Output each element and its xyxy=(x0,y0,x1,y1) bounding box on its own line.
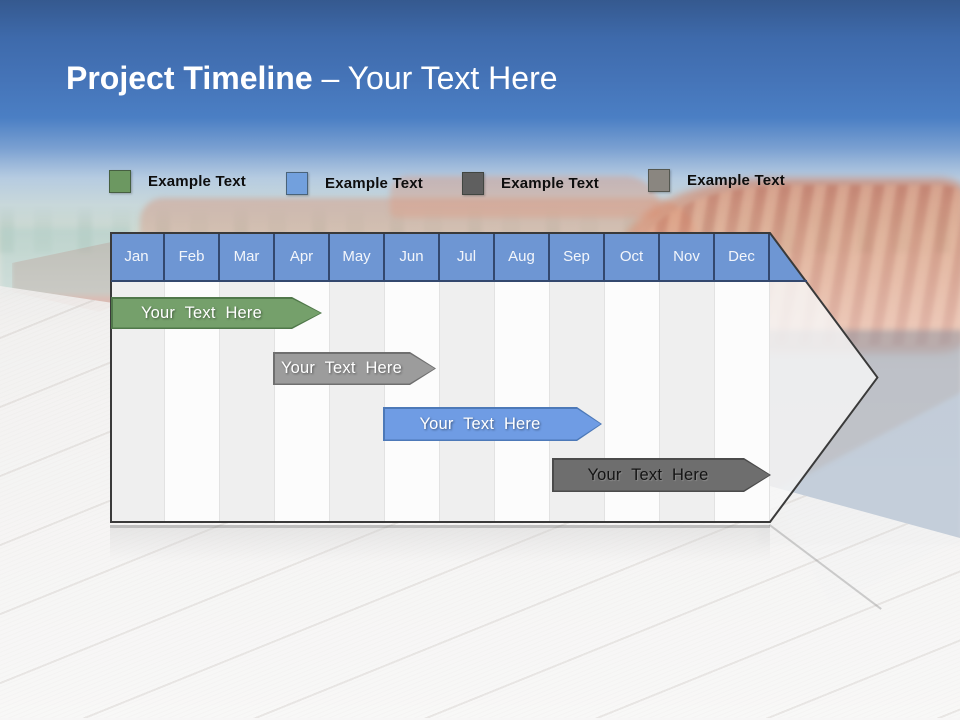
month-cell-apr: Apr xyxy=(275,232,330,281)
timeline-bar-2[interactable]: Your Text Here xyxy=(273,352,436,385)
timeline-bar-label: Your Text Here xyxy=(280,359,403,377)
legend-swatch xyxy=(109,170,131,193)
legend-label: Example Text xyxy=(325,175,423,192)
timeline-bar-label: Your Text Here xyxy=(419,414,541,433)
month-header-extension xyxy=(770,232,879,281)
legend-swatch xyxy=(648,169,670,192)
month-cell-sep: Sep xyxy=(550,232,605,281)
table-reflection-glow xyxy=(110,528,770,562)
timeline-bar-3[interactable]: Your Text Here xyxy=(383,407,602,441)
grid-column-may xyxy=(330,281,385,523)
month-cell-jan: Jan xyxy=(110,232,165,281)
legend-item[interactable]: Example Text xyxy=(286,172,423,195)
timeline-bar-fill xyxy=(113,299,321,328)
timeline-bar-4[interactable]: Your Text Here xyxy=(552,458,771,492)
timeline-bar-fill xyxy=(385,409,601,440)
legend-label: Example Text xyxy=(501,175,599,192)
title-bold-text: Project Timeline xyxy=(66,60,313,96)
month-cell-feb: Feb xyxy=(165,232,220,281)
timeline-bar-fill xyxy=(554,460,770,491)
legend-swatch xyxy=(462,172,484,195)
timeline-bar-label: Your Text Here xyxy=(587,465,709,484)
legend-item[interactable]: Example Text xyxy=(462,172,599,195)
title-light-text: – Your Text Here xyxy=(312,60,558,96)
table-reflection-line xyxy=(110,525,770,528)
timeline-bar-1[interactable]: Your Text Here xyxy=(111,297,322,329)
grid-column-jul xyxy=(440,281,495,523)
month-cell-dec: Dec xyxy=(715,232,770,281)
timeline-bar-fill xyxy=(275,354,435,384)
month-cell-mar: Mar xyxy=(220,232,275,281)
legend-item[interactable]: Example Text xyxy=(109,170,246,193)
month-cell-oct: Oct xyxy=(605,232,660,281)
timeline-bar-label: Your Text Here xyxy=(140,303,263,322)
month-cell-jul: Jul xyxy=(440,232,495,281)
month-cell-may: May xyxy=(330,232,385,281)
month-cell-aug: Aug xyxy=(495,232,550,281)
legend-swatch xyxy=(286,172,308,195)
arrow-tip-area xyxy=(770,281,879,523)
legend-item[interactable]: Example Text xyxy=(648,169,785,192)
legend-label: Example Text xyxy=(148,173,246,190)
page-title[interactable]: Project Timeline – Your Text Here xyxy=(66,60,558,96)
grid-column-aug xyxy=(495,281,550,523)
grid-column-jun xyxy=(385,281,440,523)
legend-label: Example Text xyxy=(687,172,785,189)
month-cell-jun: Jun xyxy=(385,232,440,281)
month-cell-nov: Nov xyxy=(660,232,715,281)
